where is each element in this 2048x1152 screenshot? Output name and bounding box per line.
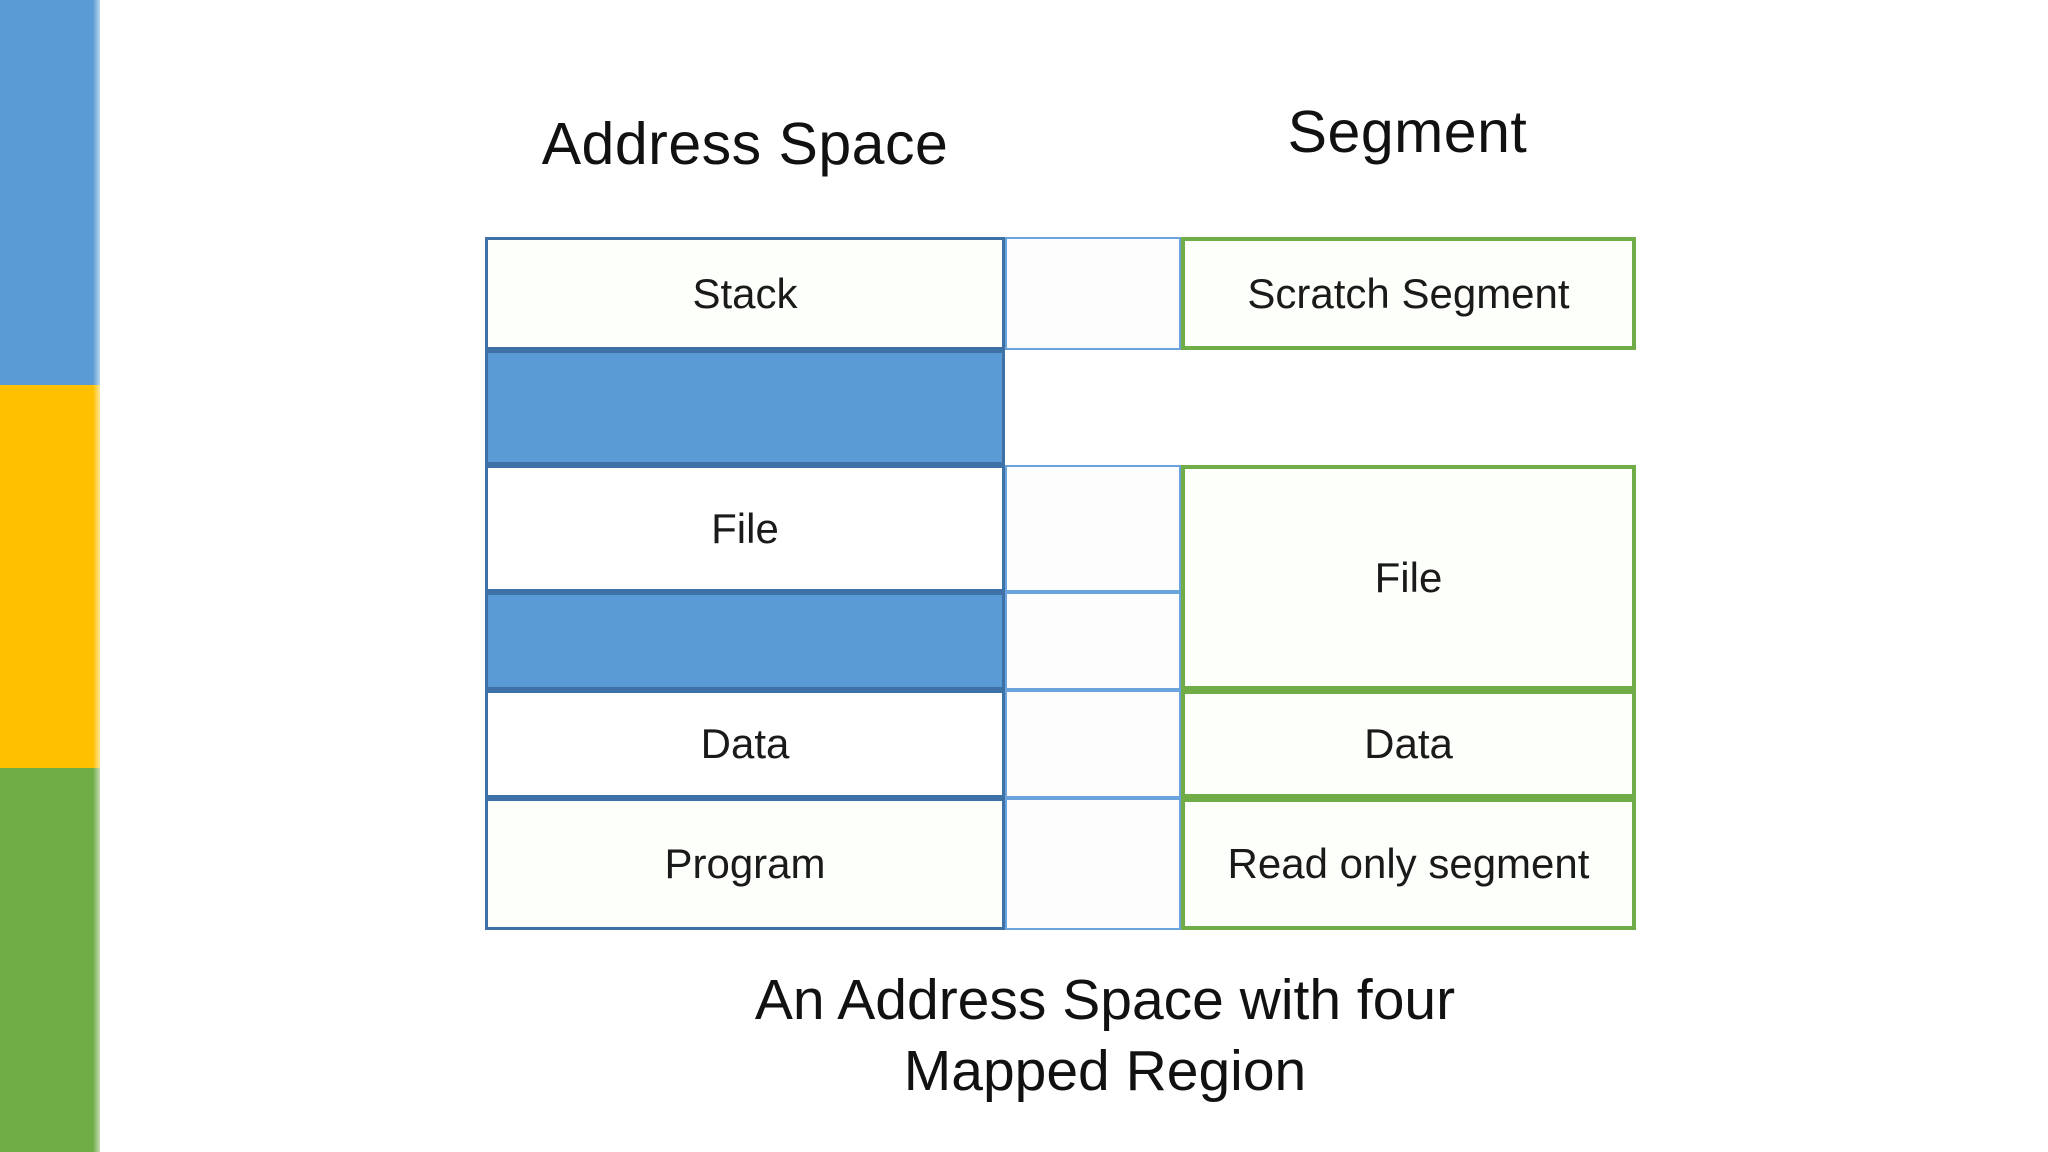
diagram-caption: An Address Space with four Mapped Region	[440, 965, 1770, 1107]
segment-row-data: Data	[1181, 690, 1636, 798]
connector-cell-3	[1005, 465, 1181, 592]
address-space-row-file-label: File	[711, 504, 779, 552]
accent-band-yellow	[0, 385, 100, 768]
address-space-row-data-label: Data	[700, 720, 790, 767]
address-space-row-program-label: Program	[664, 840, 826, 887]
connector-cell-2	[1005, 350, 1181, 465]
connector-cell-5	[1005, 690, 1181, 798]
accent-band-green	[0, 768, 100, 1152]
address-space-row-stack-label: Stack	[692, 269, 798, 317]
connector-cell-4	[1005, 592, 1181, 690]
segment-row-file: File	[1181, 465, 1636, 690]
address-space-row-file: File	[485, 465, 1005, 592]
segment-row-read-only-segment: Read only segment	[1181, 798, 1636, 930]
address-space-row-data: Data	[485, 690, 1005, 798]
segment-row-scratch-segment-label: Scratch Segment	[1247, 269, 1570, 317]
segment-row-data-label: Data	[1364, 720, 1453, 767]
accent-band-blue	[0, 0, 100, 385]
address-space-column-heading: Address Space	[541, 111, 949, 177]
segment-row-scratch-segment: Scratch Segment	[1181, 237, 1636, 350]
address-space-row-stack: Stack	[485, 237, 1005, 350]
connector-cell-6	[1005, 798, 1181, 930]
diagram-caption-line-1: An Address Space with four	[754, 968, 1456, 1032]
address-space-row-program: Program	[485, 798, 1005, 930]
connector-cell-1	[1005, 237, 1181, 350]
address-space-gap-lower	[485, 592, 1005, 690]
diagram-caption-line-2: Mapped Region	[903, 1039, 1307, 1103]
segment-column-heading: Segment	[1287, 99, 1528, 165]
address-space-gap-upper	[485, 350, 1005, 465]
segment-row-read-only-segment-label: Read only segment	[1227, 840, 1590, 887]
segment-row-file-label: File	[1374, 553, 1443, 601]
